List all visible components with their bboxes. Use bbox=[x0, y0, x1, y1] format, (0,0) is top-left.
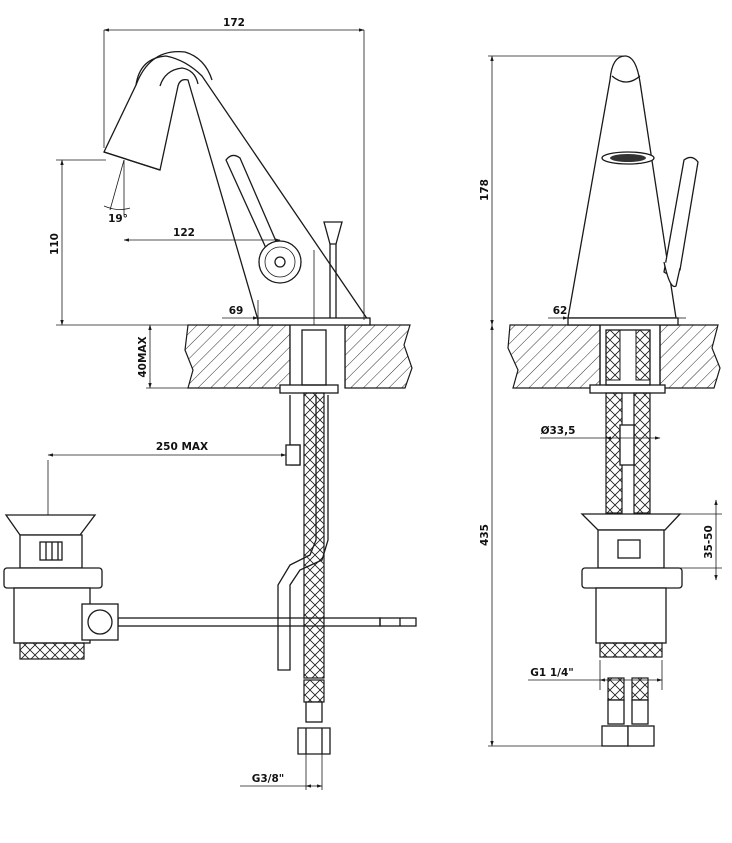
drain-front bbox=[3, 460, 119, 660]
dim-178-label: 178 bbox=[479, 179, 491, 201]
dim-3550-label: 35-50 bbox=[703, 525, 715, 559]
front-view: 172 110 19° 122 69 40MAX bbox=[3, 17, 417, 790]
dimensions-side: 178 62 435 Ø33,5 35-50 G1 1/4" bbox=[479, 55, 722, 747]
dim-69-label: 69 bbox=[229, 305, 244, 317]
dim-110-label: 110 bbox=[49, 233, 61, 255]
dim-40max-label: 40MAX bbox=[137, 336, 149, 377]
mixer-body-front bbox=[103, 50, 371, 326]
dim-172-label: 172 bbox=[223, 17, 245, 29]
countertop-front bbox=[184, 324, 413, 389]
underdeck-front bbox=[117, 329, 417, 755]
dim-19-label: 19° bbox=[108, 213, 128, 225]
dimensions-front: 172 110 19° 122 69 40MAX bbox=[47, 17, 365, 790]
dim-250max-label: 250 MAX bbox=[156, 441, 208, 453]
mixer-body-side bbox=[567, 55, 699, 326]
underdeck-side bbox=[580, 329, 683, 747]
side-view: 178 62 435 Ø33,5 35-50 G1 1/4" bbox=[479, 55, 722, 747]
dim-122-label: 122 bbox=[173, 227, 195, 239]
dim-g38-label: G3/8" bbox=[252, 773, 285, 785]
dim-g114-label: G1 1/4" bbox=[530, 667, 574, 679]
dim-d335-label: Ø33,5 bbox=[541, 425, 576, 437]
dim-435-label: 435 bbox=[479, 524, 491, 546]
dim-62-label: 62 bbox=[553, 305, 568, 317]
countertop-side bbox=[507, 324, 721, 389]
